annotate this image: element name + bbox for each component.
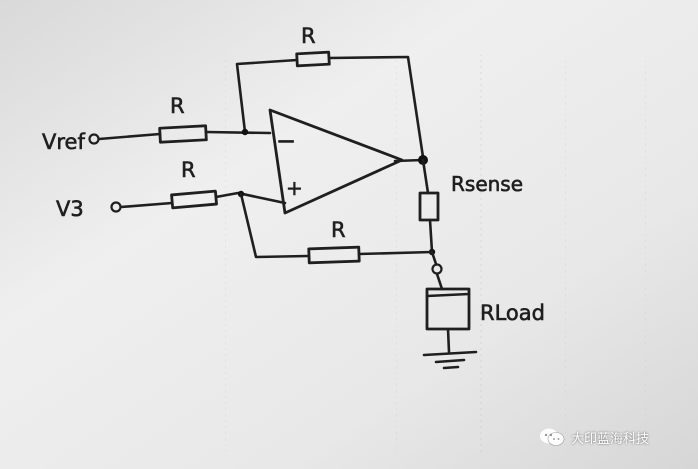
opamp-inverting-sign: −	[276, 127, 296, 155]
sense-wire	[421, 158, 434, 254]
inverting-resistor-label: R	[170, 94, 185, 118]
load-wire	[435, 272, 444, 291]
watermark: 大印蓝海科技	[539, 425, 649, 449]
v3-input-label: V3	[56, 197, 84, 221]
dotted-guidelines	[38, 55, 647, 455]
v3-input-terminal	[110, 201, 122, 213]
load-terminal	[431, 263, 443, 275]
top-feedback-resistor	[295, 50, 331, 68]
vref-input-terminal	[88, 133, 100, 145]
feedback-wire-bottom	[239, 192, 434, 259]
inverting-input-resistor	[158, 124, 208, 144]
noninverting-resistor-label: R	[181, 158, 196, 182]
vref-input-wire	[97, 130, 272, 141]
ground-symbol	[422, 327, 478, 370]
inverting-node-dot	[241, 128, 249, 136]
load-label: RLoad	[480, 301, 545, 325]
watermark-text: 大印蓝海科技	[571, 431, 650, 447]
sense-resistor	[418, 191, 440, 222]
sense-resistor-label: Rsense	[451, 172, 523, 196]
load-inner-line	[425, 292, 471, 298]
top-resistor-label: R	[301, 24, 316, 48]
bottom-feedback-resistor	[307, 245, 361, 265]
opamp-noninverting-sign: +	[286, 176, 303, 200]
feedback-wire-top	[235, 55, 425, 159]
noninverting-input-resistor	[170, 189, 218, 210]
bottom-resistor-label: R	[331, 218, 346, 242]
vref-input-label: Vref	[42, 130, 85, 154]
opamp-triangle	[268, 108, 404, 215]
wechat-icon	[540, 428, 565, 446]
load-feed-wire	[430, 250, 438, 266]
